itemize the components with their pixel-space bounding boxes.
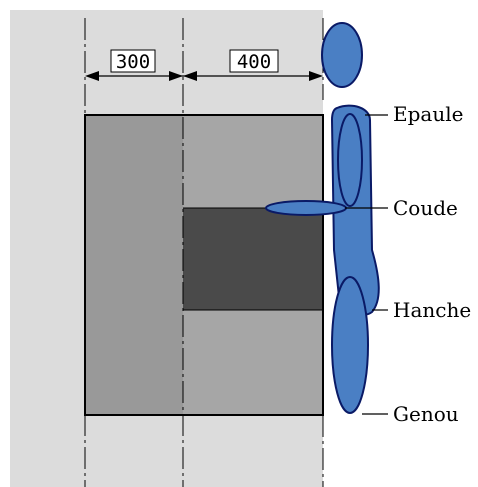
elbow-label: Coude	[393, 196, 458, 220]
figure-thigh	[331, 276, 369, 414]
human-figure	[265, 22, 380, 414]
knee-label: Genou	[393, 402, 459, 426]
figure-head	[321, 22, 363, 88]
dimension-line	[85, 71, 323, 81]
dimension-label-right-box	[229, 49, 279, 73]
dimension-label-left-box	[110, 49, 156, 73]
shoulder-label: Epaule	[393, 102, 463, 126]
cabinet-dark-zone	[183, 208, 323, 310]
hip-label: Hanche	[393, 298, 471, 322]
cabinet-left-panel	[85, 115, 183, 415]
figure-forearm	[265, 200, 347, 216]
dimension-label-right: 400	[237, 51, 271, 73]
dimension-label-left: 300	[116, 51, 150, 73]
figure-upper-arm	[337, 113, 363, 207]
